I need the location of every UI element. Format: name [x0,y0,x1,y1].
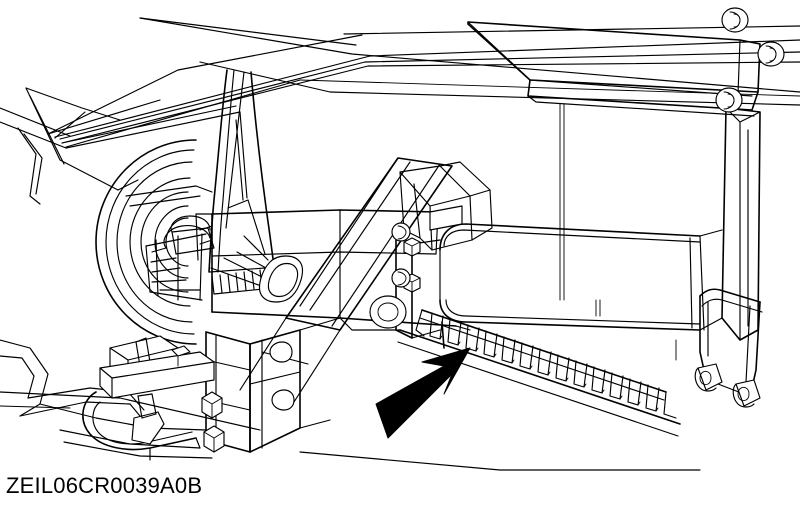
round-bolt-leg [715,87,743,113]
left-fender-group [17,87,139,205]
wheel-hub-group [95,139,215,345]
comb-tooth [519,342,534,370]
comb-tooth [645,384,660,412]
comb-tooth [483,330,498,358]
hex-bolt-upper [403,237,421,257]
ground-contour-group [0,339,701,471]
body-sidewall-group [439,223,705,331]
comb-tooth [591,366,606,394]
comb-tooth [447,318,462,346]
right-support-leg-group [699,107,761,341]
comb-tooth [573,360,588,388]
comb-tooth [501,336,516,364]
hex-bolt-bracket-lower [203,425,225,453]
round-bolt-panel-left [391,222,411,242]
part-code-caption: ZEIL06CR0039A0B [6,473,203,498]
comb-tooth [429,312,444,340]
support-post-group [208,69,279,293]
body-panel-group [467,21,761,301]
comb-tooth [537,348,552,376]
roller-group [369,295,407,329]
comb-teeth-group [397,309,681,437]
comb-tooth [627,378,642,406]
pin-bushings-group [694,288,763,408]
comb-tooth [609,372,624,400]
hex-bolt-bracket-upper [201,391,223,419]
mount-bracket-group [82,329,301,461]
round-bolt-panel-mid [391,268,411,288]
diagonal-arm-group [239,157,453,403]
comb-tooth [465,324,480,352]
round-bolt-mid [757,41,785,67]
callout-leader-line [441,321,445,349]
callout-arrow-icon [375,347,471,439]
round-bolt-top [721,7,749,33]
main-frame-box-group [195,209,457,327]
caption-block: ZEIL06CR0039A0B [6,473,406,503]
frame-rails-group [0,17,800,149]
comb-tooth [555,354,570,382]
misc-detail-lines [299,299,677,429]
